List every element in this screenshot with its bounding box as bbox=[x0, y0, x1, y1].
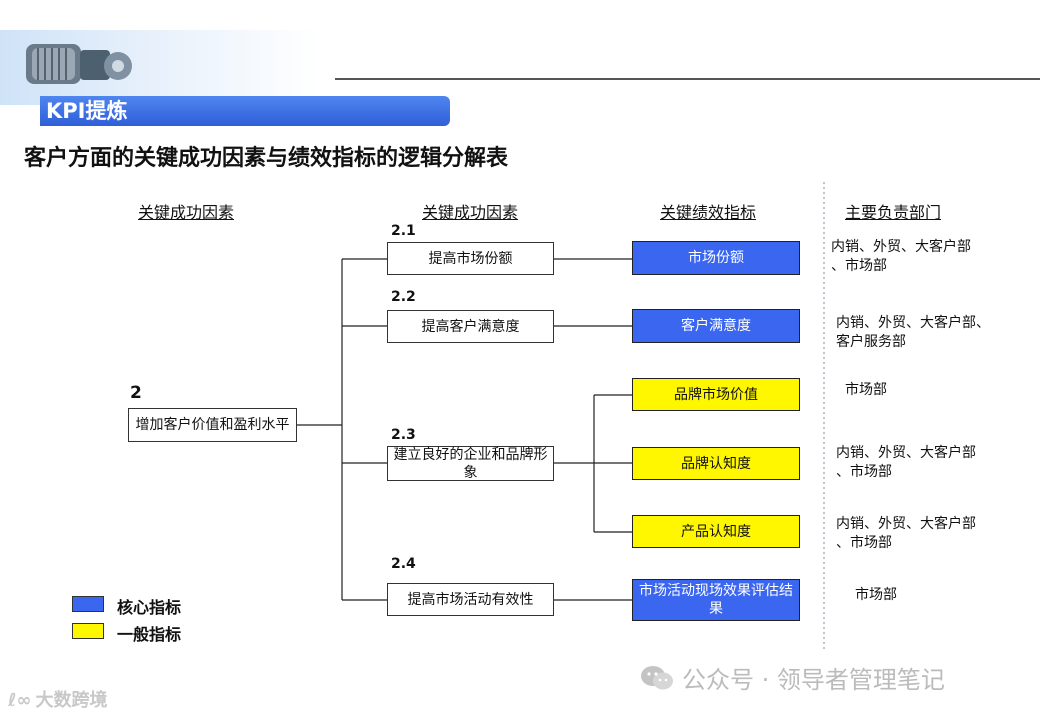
legend-swatch-general bbox=[72, 623, 104, 639]
kpi-node-core: 市场份额 bbox=[632, 241, 800, 275]
legend-label-general: 一般指标 bbox=[117, 621, 181, 645]
department-text: 内销、外贸、大客户部 、市场部 bbox=[836, 444, 976, 482]
factor-node: 提高市场份额 bbox=[387, 242, 554, 275]
legend-label-core: 核心指标 bbox=[117, 594, 181, 618]
department-text: 内销、外贸、大客户部 、市场部 bbox=[836, 515, 976, 553]
wechat-icon bbox=[640, 664, 674, 692]
department-text: 内销、外贸、大客户部、 客户服务部 bbox=[836, 314, 990, 352]
kpi-node-general: 产品认知度 bbox=[632, 515, 800, 548]
factor-number: 2.1 bbox=[391, 223, 416, 239]
watermark-wechat: 公众号 · 领导者管理笔记 bbox=[640, 660, 945, 695]
factor-node: 提高市场活动有效性 bbox=[387, 583, 554, 616]
factor-number: 2.4 bbox=[391, 556, 416, 572]
kpi-node-core: 市场活动现场效果评估结果 bbox=[632, 579, 800, 621]
legend-swatch-core bbox=[72, 596, 104, 612]
department-text: 市场部 bbox=[855, 586, 897, 605]
department-text: 内销、外贸、大客户部 、市场部 bbox=[831, 238, 971, 276]
kpi-node-general: 品牌认知度 bbox=[632, 447, 800, 480]
root-number: 2 bbox=[130, 383, 142, 403]
kpi-node-core: 客户满意度 bbox=[632, 309, 800, 343]
factor-number: 2.3 bbox=[391, 427, 416, 443]
watermark-logo: ℓ∞大数跨境 bbox=[8, 686, 107, 712]
factor-node: 提高客户满意度 bbox=[387, 310, 554, 343]
department-text: 市场部 bbox=[845, 381, 887, 400]
logo-icon: ℓ∞ bbox=[8, 690, 31, 711]
root-node: 增加客户价值和盈利水平 bbox=[128, 408, 297, 442]
kpi-node-general: 品牌市场价值 bbox=[632, 378, 800, 411]
factor-node: 建立良好的企业和品牌形象 bbox=[387, 446, 554, 481]
factor-number: 2.2 bbox=[391, 289, 416, 305]
